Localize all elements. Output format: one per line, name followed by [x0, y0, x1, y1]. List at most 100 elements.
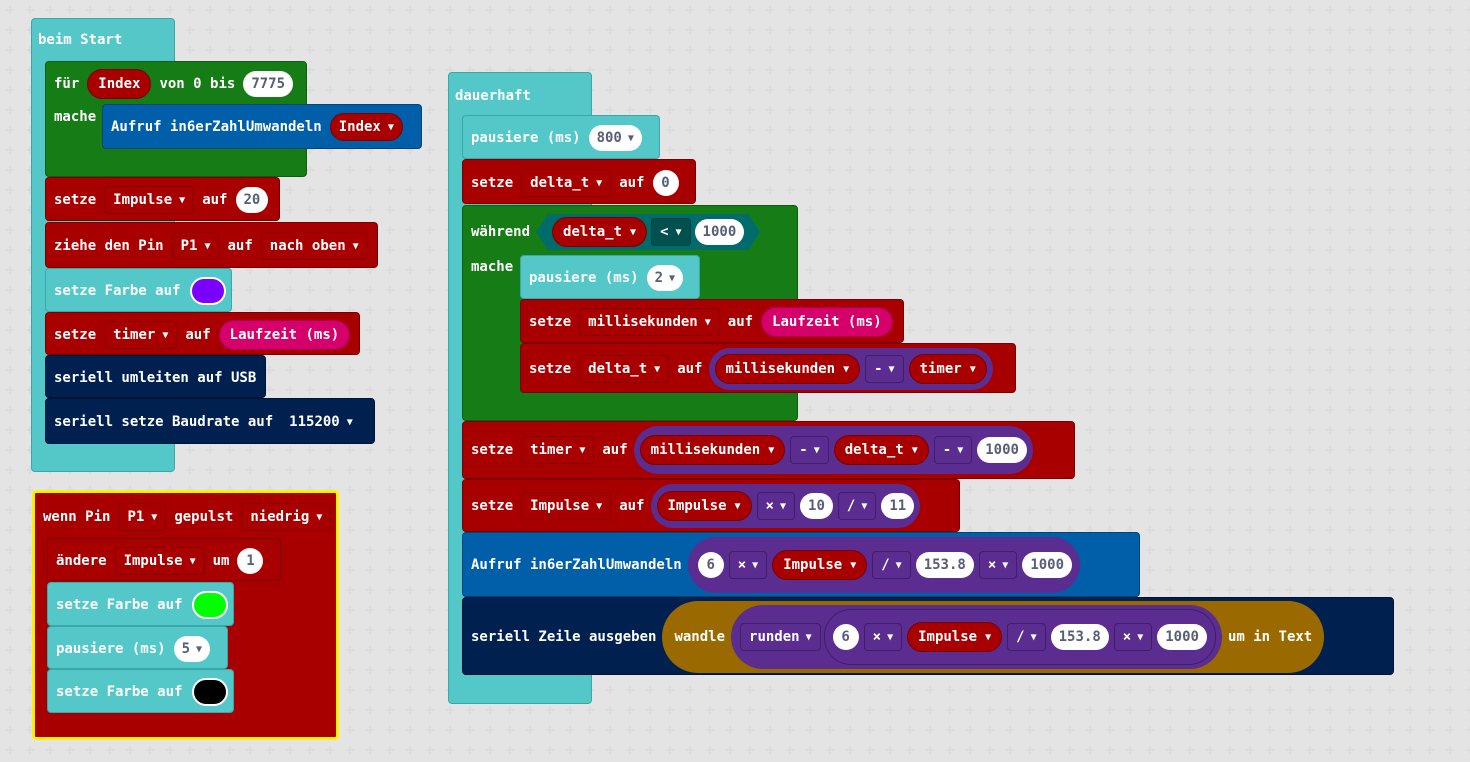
value-input[interactable]: 6 — [832, 624, 859, 650]
math-op-dropdown[interactable]: × ▼ — [1113, 623, 1153, 651]
delta-var-dropdown[interactable]: delta_t ▼ — [579, 355, 670, 383]
loop-end-input[interactable]: 7775 — [243, 71, 294, 97]
pause-block[interactable]: pausiere (ms) 5 ▼ — [47, 626, 228, 669]
pin-dropdown[interactable]: P1 ▼ — [171, 232, 220, 260]
level-dropdown[interactable]: niedrig ▼ — [241, 503, 332, 531]
pause-800-block[interactable]: pausiere (ms) 800 ▼ — [462, 115, 660, 159]
pause-input[interactable]: 5 ▼ — [173, 636, 211, 662]
value-input[interactable]: 6 — [697, 552, 724, 578]
set-delta-block[interactable]: setze delta_t ▼ auf 0 — [462, 159, 696, 204]
delta-var-reporter[interactable]: delta_t ▼ — [552, 217, 647, 247]
ms-var-reporter[interactable]: millisekunden ▼ — [714, 354, 861, 384]
value-input[interactable]: 10 — [800, 493, 833, 519]
round-expression[interactable]: runden ▼ 6 × ▼ Impulse ▼ / ▼ — [731, 605, 1222, 669]
on-start-header: beim Start — [38, 29, 122, 51]
impulse-var-reporter[interactable]: Impulse ▼ — [772, 550, 868, 580]
set-impulse-block[interactable]: setze Impulse ▼ auf 20 — [45, 177, 280, 221]
serial-baud-block[interactable]: seriell setze Baudrate auf 115200 ▼ — [45, 398, 375, 444]
timer-var-dropdown[interactable]: timer ▼ — [104, 321, 178, 349]
convert-to-text-expression[interactable]: wandle runden ▼ 6 × ▼ Impulse ▼ — [662, 601, 1325, 673]
runtime-reporter[interactable]: Laufzeit (ms) — [218, 320, 351, 350]
dropdown-arrow-icon: ▼ — [768, 444, 775, 456]
math-op-label: × — [1122, 629, 1132, 645]
value-input[interactable]: 1000 — [977, 437, 1027, 463]
math-op-dropdown[interactable]: / ▼ — [837, 492, 877, 520]
color-swatch[interactable] — [192, 591, 229, 619]
math-op-dropdown[interactable]: / ▼ — [1007, 623, 1046, 651]
value-input[interactable]: 153.8 — [915, 552, 974, 578]
change-label: ändere — [56, 553, 107, 569]
impulse-value-input[interactable]: 20 — [235, 187, 269, 213]
math-expression[interactable]: 6 × ▼ Impulse ▼ / ▼ 153.8 × — [823, 609, 1216, 665]
set-color-green-block[interactable]: setze Farbe auf — [47, 582, 234, 626]
pause-2-block[interactable]: pausiere (ms) 2 ▼ — [520, 255, 700, 299]
math-op-dropdown[interactable]: × ▼ — [978, 551, 1018, 579]
runtime-reporter[interactable]: Laufzeit (ms) — [761, 307, 893, 337]
serial-line-label: seriell Zeile ausgeben — [471, 629, 657, 645]
call-convert-block[interactable]: Aufruf in6erZahlUmwandeln Index ▼ — [102, 104, 422, 149]
math-op-label: - — [874, 361, 883, 377]
baud-value: 115200 — [289, 414, 340, 430]
compare-value-input[interactable]: 1000 — [695, 219, 745, 245]
math-expression[interactable]: 6 × ▼ Impulse ▼ / ▼ 153.8 × ▼ 1000 — [687, 537, 1081, 593]
delta-value-input[interactable]: 0 — [652, 170, 679, 196]
timer-var-dropdown[interactable]: timer ▼ — [521, 436, 595, 464]
delta-var-dropdown[interactable]: delta_t ▼ — [521, 169, 612, 197]
set-timer-block[interactable]: setze timer ▼ auf Laufzeit (ms) — [45, 312, 360, 355]
math-op-dropdown[interactable]: / ▼ — [872, 551, 911, 579]
index-dropdown[interactable]: Index ▼ — [329, 113, 403, 141]
value-input[interactable]: 11 — [881, 493, 915, 519]
impulse-var-reporter[interactable]: Impulse ▼ — [656, 491, 752, 521]
ms-var-reporter[interactable]: millisekunden ▼ — [639, 435, 786, 465]
math-op-dropdown[interactable]: × ▼ — [728, 551, 768, 579]
math-op-dropdown[interactable]: - ▼ — [933, 436, 973, 464]
subtract-expression[interactable]: millisekunden ▼ - ▼ timer ▼ — [708, 348, 993, 390]
value-input[interactable]: 153.8 — [1050, 624, 1109, 650]
pull-mode-dropdown[interactable]: nach oben ▼ — [260, 232, 368, 260]
math-op-dropdown[interactable]: - ▼ — [865, 355, 904, 383]
compare-expression[interactable]: delta_t ▼ < ▼ 1000 — [536, 214, 760, 250]
pin-dropdown[interactable]: P1 ▼ — [118, 503, 167, 531]
set-color-block[interactable]: setze Farbe auf — [45, 268, 232, 312]
value-input[interactable]: 1000 — [1157, 624, 1207, 650]
call-convert-expr-block[interactable]: Aufruf in6erZahlUmwandeln 6 × ▼ Impulse … — [462, 532, 1140, 597]
dropdown-arrow-icon: ▼ — [779, 500, 787, 512]
serial-redirect-block[interactable]: seriell umleiten auf USB — [45, 355, 266, 398]
subtract-expression[interactable]: millisekunden ▼ - ▼ delta_t ▼ - ▼ 1000 — [633, 426, 1033, 474]
math-op-dropdown[interactable]: × ▼ — [863, 623, 903, 651]
set-impulse-expr-block[interactable]: setze Impulse ▼ auf Impulse ▼ × ▼ 10 / ▼… — [462, 479, 960, 532]
math-op-dropdown[interactable]: × ▼ — [756, 492, 796, 520]
set-color-label: setze Farbe auf — [56, 684, 183, 700]
math-op-dropdown[interactable]: - ▼ — [790, 436, 829, 464]
to-label: auf — [727, 314, 754, 330]
color-swatch[interactable] — [190, 277, 227, 305]
impulse-var-dropdown[interactable]: Impulse ▼ — [521, 492, 612, 520]
delta-var-reporter[interactable]: delta_t ▼ — [833, 435, 929, 465]
impulse-var-dropdown[interactable]: Impulse ▼ — [114, 547, 205, 575]
timer-var-reporter[interactable]: timer ▼ — [908, 354, 987, 384]
round-dropdown[interactable]: runden ▼ — [740, 623, 821, 651]
dropdown-arrow-icon: ▼ — [596, 177, 603, 189]
dropdown-arrow-icon: ▼ — [734, 500, 741, 512]
set-delta2-block[interactable]: setze delta_t ▼ auf millisekunden ▼ - ▼ … — [520, 343, 1016, 393]
serial-line-block[interactable]: seriell Zeile ausgeben wandle runden ▼ 6… — [462, 597, 1394, 675]
set-color-black-block[interactable]: setze Farbe auf — [47, 669, 234, 713]
pause-input[interactable]: 2 ▼ — [646, 265, 684, 291]
by-label: um — [212, 553, 230, 569]
impulse-var-dropdown[interactable]: Impulse ▼ — [104, 186, 195, 214]
color-swatch[interactable] — [192, 678, 229, 706]
set-timer-expr-block[interactable]: setze timer ▼ auf millisekunden ▼ - ▼ de… — [462, 421, 1075, 479]
math-expression[interactable]: Impulse ▼ × ▼ 10 / ▼ 11 — [650, 484, 921, 528]
index-variable[interactable]: Index — [87, 69, 152, 99]
compare-op-dropdown[interactable]: < ▼ — [651, 218, 690, 246]
change-impulse-block[interactable]: ändere Impulse ▼ um 1 — [47, 538, 281, 581]
impulse-var-reporter[interactable]: Impulse ▼ — [907, 622, 1003, 652]
ms-var-dropdown[interactable]: millisekunden ▼ — [579, 308, 720, 336]
change-value-input[interactable]: 1 — [237, 548, 264, 574]
impulse-var-label: Impulse — [530, 498, 590, 514]
baud-dropdown[interactable]: 115200 ▼ — [281, 408, 361, 436]
set-ms-block[interactable]: setze millisekunden ▼ auf Laufzeit (ms) — [520, 299, 904, 343]
pause-input[interactable]: 800 ▼ — [588, 125, 642, 151]
value-input[interactable]: 1000 — [1022, 552, 1073, 578]
pull-pin-block[interactable]: ziehe den Pin P1 ▼ auf nach oben ▼ — [45, 222, 378, 268]
